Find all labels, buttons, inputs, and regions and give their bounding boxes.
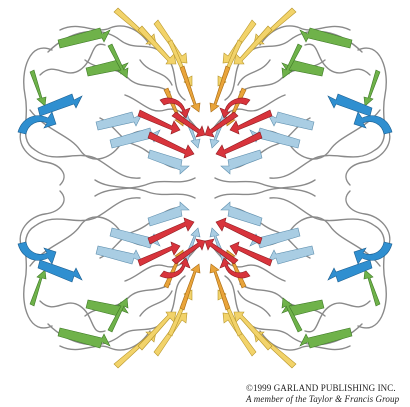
copyright-notice: ©1999 GARLAND PUBLISHING INC.: [246, 383, 396, 393]
publisher-member-notice: A member of the Taylor & Francis Group: [246, 394, 400, 404]
